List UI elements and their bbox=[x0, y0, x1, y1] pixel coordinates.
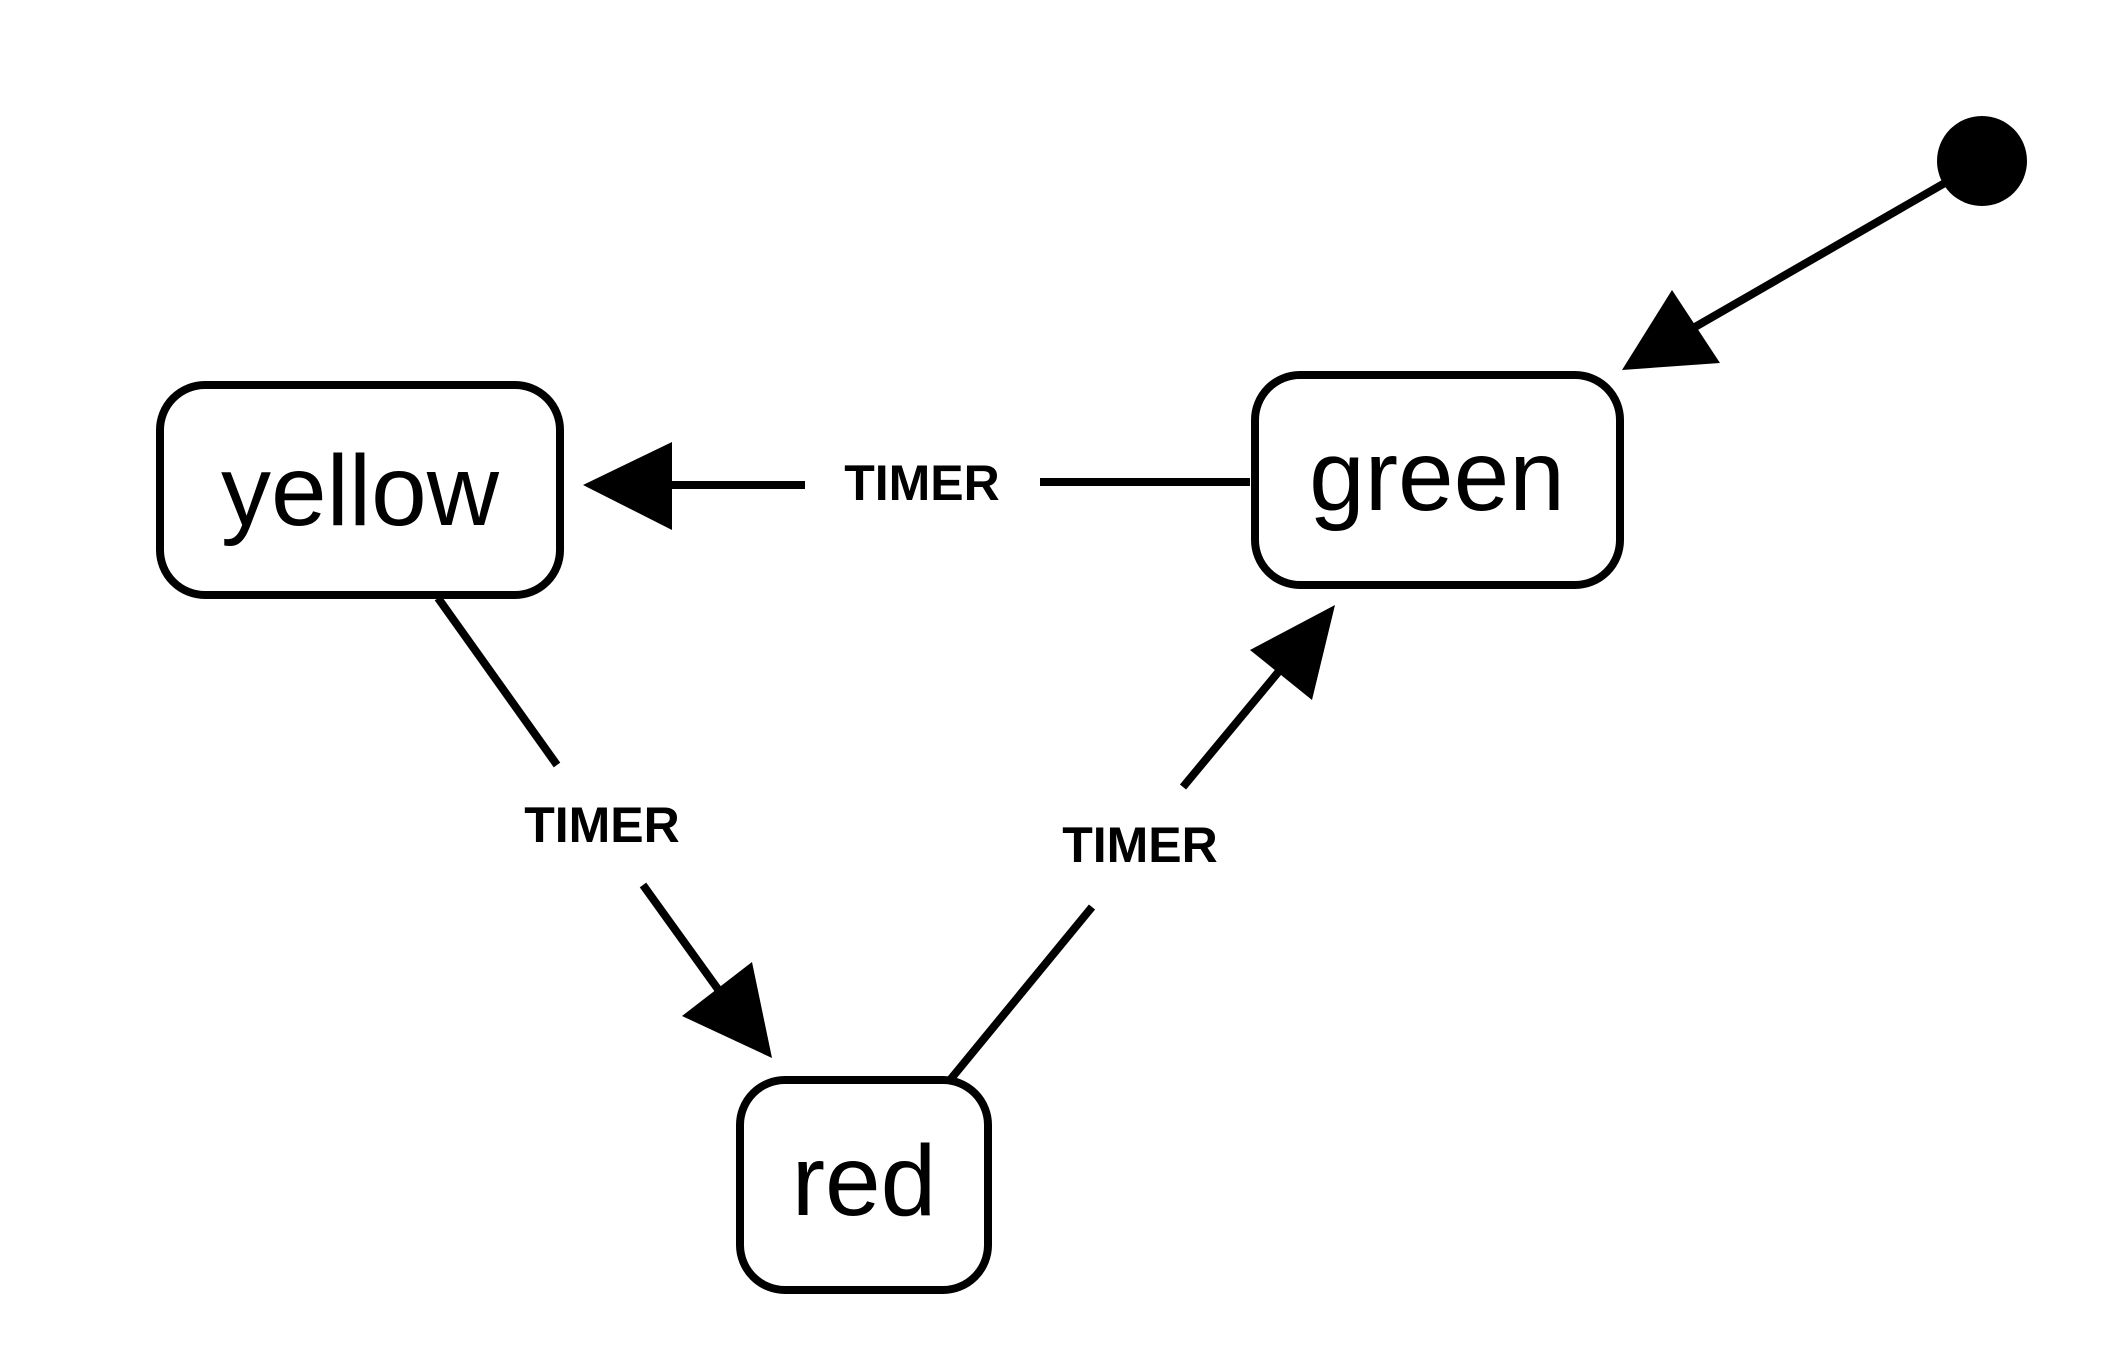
state-yellow: yellow bbox=[156, 381, 564, 599]
initial-transition bbox=[1622, 116, 2027, 370]
arrowhead-red bbox=[682, 962, 772, 1058]
state-green: green bbox=[1251, 371, 1624, 589]
arrowhead-yellow bbox=[583, 442, 672, 530]
state-label-yellow: yellow bbox=[221, 435, 500, 547]
edge-line-yellow-to-red bbox=[434, 595, 561, 768]
edge-line-yellow-to-red-tail bbox=[639, 882, 724, 995]
initial-state-dot bbox=[1937, 116, 2027, 206]
transition-label-yellow-red: TIMER bbox=[524, 797, 680, 853]
state-box-red bbox=[736, 1076, 992, 1294]
edge-line-red-to-green bbox=[946, 904, 1096, 1083]
transition-green-to-yellow: TIMER bbox=[583, 442, 1250, 530]
edge-line-red-to-green-tail bbox=[1179, 667, 1284, 790]
state-red: red bbox=[736, 1076, 992, 1294]
arrowhead-green-bottom bbox=[1250, 605, 1335, 700]
transition-red-to-green: TIMER bbox=[946, 605, 1335, 1083]
state-box-green bbox=[1251, 371, 1624, 589]
arrowhead-green-initial bbox=[1622, 290, 1720, 370]
state-label-green: green bbox=[1309, 420, 1565, 532]
transition-yellow-to-red: TIMER bbox=[434, 595, 772, 1058]
state-label-red: red bbox=[792, 1125, 937, 1237]
edge-line-initial bbox=[1693, 176, 1952, 331]
state-box-yellow bbox=[156, 381, 564, 599]
transition-label-green-yellow: TIMER bbox=[844, 455, 1000, 511]
transition-label-red-green: TIMER bbox=[1062, 817, 1218, 873]
